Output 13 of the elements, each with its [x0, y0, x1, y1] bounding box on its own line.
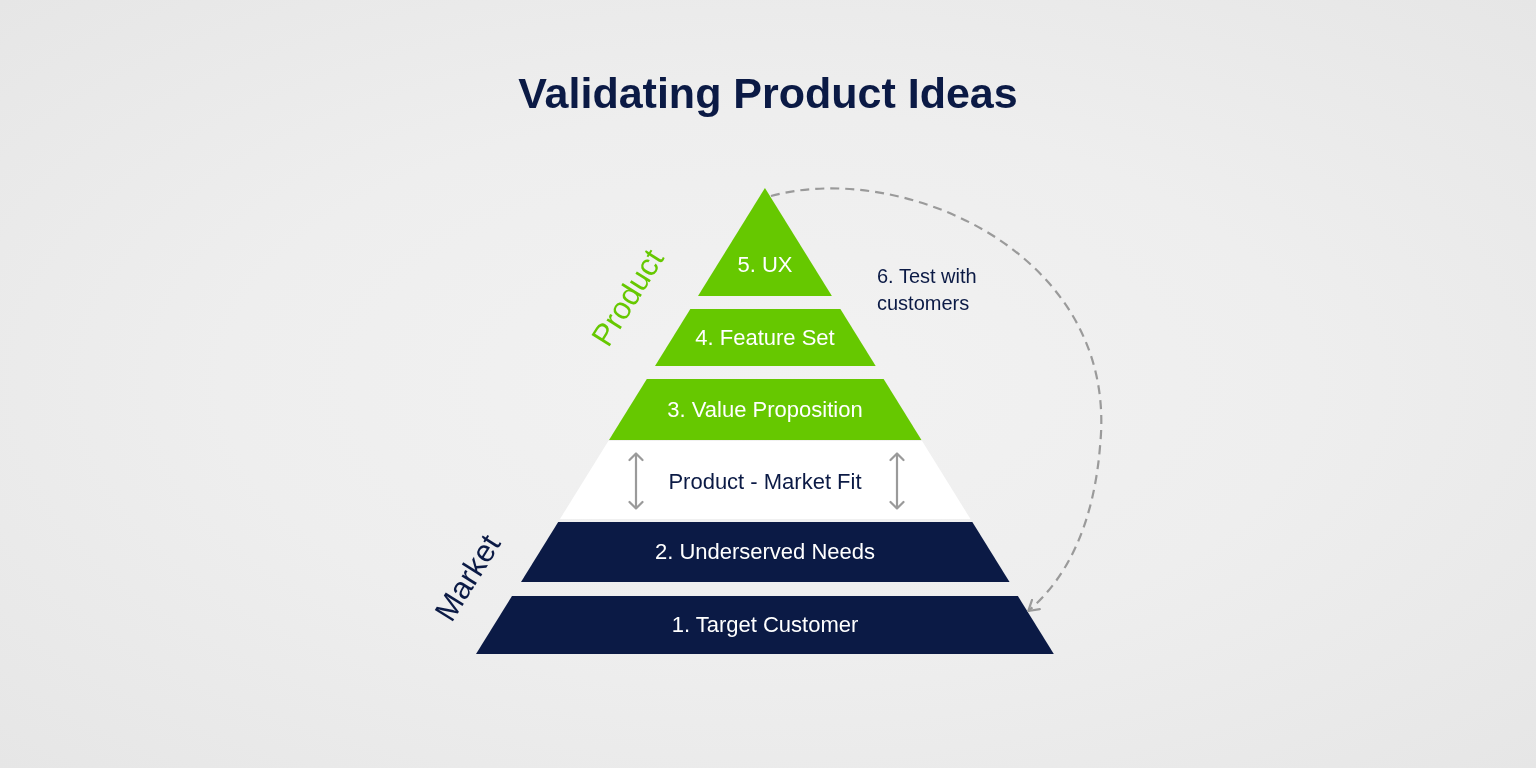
tier-label: Product - Market Fit — [668, 469, 862, 496]
tier-label: 3. Value Proposition — [667, 396, 863, 423]
pyramid-tier — [608, 379, 922, 440]
dashed-arrow — [770, 187, 1102, 613]
title: Validating Product Ideas — [518, 69, 1018, 118]
pyramid-tier — [559, 441, 971, 519]
tier-label: 5. UX — [737, 251, 793, 278]
edge-label: 6. Test with customers — [877, 264, 978, 316]
pyramid-tier — [520, 522, 1010, 582]
tier-label: 1. Target Customer — [671, 612, 859, 638]
tier-label: 2. Underserved Needs — [654, 539, 876, 565]
tier-label: 4. Feature Set — [695, 324, 835, 351]
pyramid-apex — [698, 188, 832, 296]
